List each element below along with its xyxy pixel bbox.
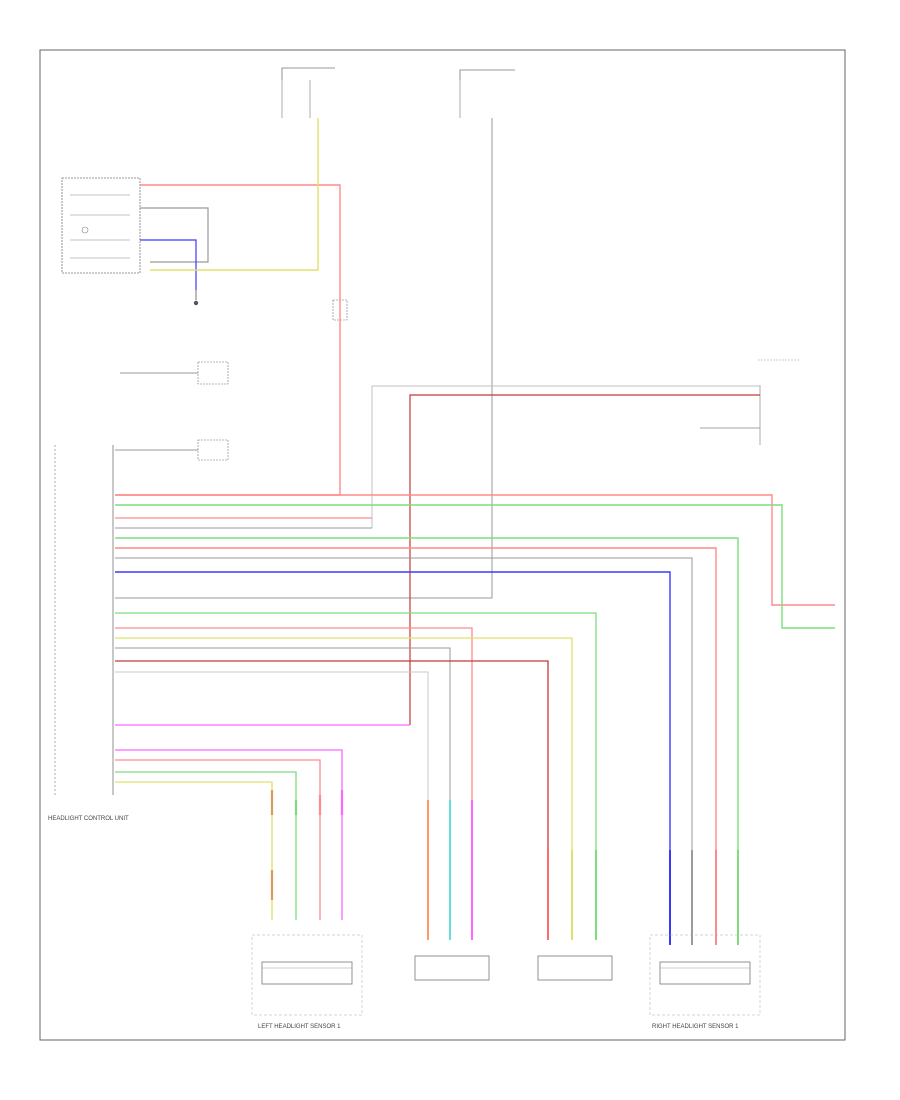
right-headlight-sensor [659,961,751,985]
diagram-frame [39,49,846,1041]
top-connector-left [281,67,335,118]
wire-gray-right-top [371,385,760,528]
wire-red-relay [115,184,341,496]
left-headlight-sensor [261,961,353,985]
wire-red-long-right [115,494,835,606]
wire-yellow-relay [150,118,319,271]
control-unit-label: HEADLIGHT CONTROL UNIT [48,816,129,822]
wire-red-to-right-sensor [115,547,717,850]
wire-yellow-mid [115,637,573,850]
wire-green-mid-1 [115,612,597,850]
wire-red-left-sensor [115,759,321,920]
wire-green-long-right [115,504,835,629]
top-connector-right [459,69,515,118]
wire-green-left-sensor [115,771,297,920]
left-rear-height-sensor [414,955,490,981]
right-sensor-outline [649,934,761,1016]
left-headlight-sensor-label: LEFT HEADLIGHT SENSOR 1 [258,1024,341,1030]
headlight-control-module [54,445,114,795]
right-side-connector [758,359,800,445]
wire-gray-relay [140,207,209,263]
wire-gray-mid [115,647,451,850]
right-rear-height-sensor [537,955,613,981]
wire-red-mid-1 [115,627,473,850]
wire-pink-left-sensor [115,749,343,920]
wire-gray-to-right-sensor [115,557,693,850]
wire-lightgray-mid [115,671,429,850]
left-sensor-outline [251,934,363,1016]
wire-green-to-right-sensor-1 [115,537,739,850]
wire-darkred-mid [115,660,549,850]
wire-blue-to-right-sensor [115,571,671,850]
fuse-box-lower [197,439,229,461]
wire-darkred-right [409,394,760,725]
mid-sensor-wire-segments [427,800,597,940]
left-sensor-wire-segments [270,790,344,900]
relay-box [61,177,141,274]
ground-symbol-left [193,290,199,306]
wire-blue-relay [140,239,197,290]
wire-gray-long [115,118,493,599]
fuse-box-mid [197,361,229,385]
wire-yellow-left-sensor [115,781,273,920]
right-sensor-wire-segments [669,850,739,945]
right-headlight-sensor-label: RIGHT HEADLIGHT SENSOR 1 [652,1024,739,1030]
